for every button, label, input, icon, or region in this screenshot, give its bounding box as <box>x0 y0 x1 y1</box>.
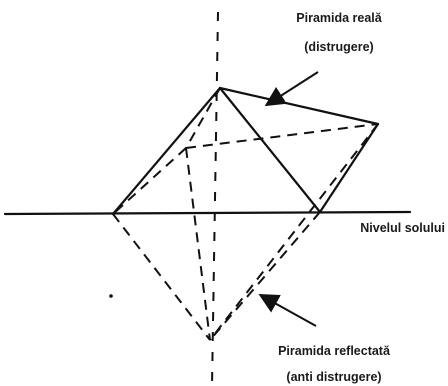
real-pyramid <box>111 86 380 216</box>
real-pyramid-edge-left <box>111 86 222 216</box>
reflected-pyramid-edge-front <box>209 211 321 341</box>
reflected-pyramid-label: Piramida reflectată <box>278 344 391 358</box>
real-pyramid-note: (distrugere) <box>304 40 373 54</box>
real-pyramid-edge-back <box>218 86 380 126</box>
reflected-pyramid <box>112 123 379 341</box>
ground-level-label: Nivelul solului <box>360 221 445 235</box>
reflected-pyramid-edge-left <box>112 213 211 341</box>
real-pyramid-hidden-edge <box>185 87 221 149</box>
real-pyramid-arrow <box>264 71 319 107</box>
reflected-pyramid-edge-back <box>209 123 379 341</box>
real-pyramid-edge-front <box>218 86 322 214</box>
stray-dot <box>109 294 113 298</box>
reflected-pyramid-note: (anti distrugere) <box>286 370 381 384</box>
real-pyramid-label: Piramida reală <box>296 11 383 25</box>
reflected-pyramid-hidden-edge <box>185 147 211 341</box>
real-pyramid-base-back <box>185 123 379 149</box>
ground-line <box>3 210 412 216</box>
real-pyramid-base-left <box>112 147 187 215</box>
real-pyramid-edge-right <box>318 122 380 214</box>
reflected-pyramid-arrow <box>258 294 317 327</box>
vertical-axis <box>211 11 219 386</box>
